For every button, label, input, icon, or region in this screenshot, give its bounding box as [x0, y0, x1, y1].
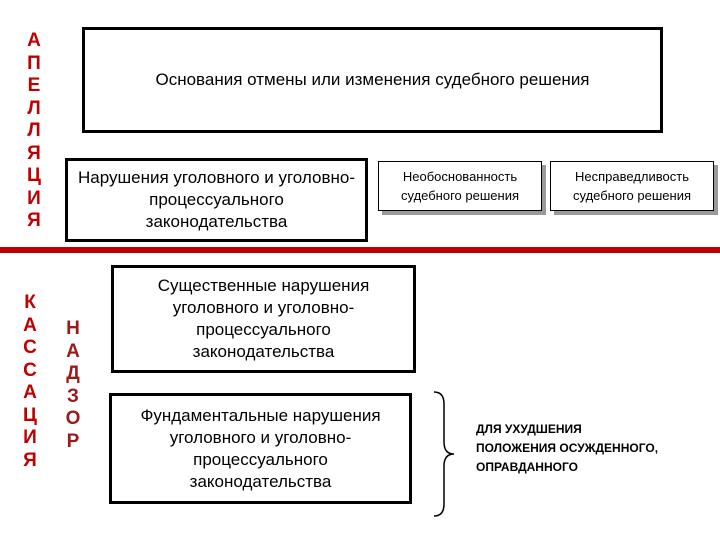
unfounded-box: Необоснованность судебного решения	[378, 161, 542, 211]
fundamental-text: Фундаментальные нарушения уголовного и у…	[140, 405, 381, 491]
violation-box: Нарушения уголовного и уголовно-процессу…	[65, 158, 368, 242]
appeal-label: А П Е Л Л Я Ц И Я	[27, 30, 41, 231]
cassation-label: К А С С А Ц И Я	[23, 292, 37, 471]
title-box: Основания отмены или изменения судебного…	[82, 27, 663, 133]
violation-text: Нарушения уголовного и уголовно-процессу…	[78, 168, 355, 231]
worsening-note: ДЛЯ УХУДШЕНИЯ ПОЛОЖЕНИЯ ОСУЖДЕННОГО, ОПР…	[476, 422, 659, 474]
unfounded-text: Необоснованность судебного решения	[401, 169, 519, 203]
unjust-text: Несправедливость судебного решения	[573, 169, 691, 203]
unjust-box: Несправедливость судебного решения	[550, 161, 714, 211]
supervision-label: Н А Д З О Р	[65, 318, 81, 452]
curly-brace-icon	[433, 391, 455, 517]
essential-text: Существенные нарушения уголовного и угол…	[157, 276, 370, 361]
essential-box: Существенные нарушения уголовного и угол…	[111, 265, 416, 373]
title-text: Основания отмены или изменения судебного…	[155, 70, 590, 89]
section-divider	[0, 247, 720, 253]
fundamental-box: Фундаментальные нарушения уголовного и у…	[109, 393, 412, 504]
